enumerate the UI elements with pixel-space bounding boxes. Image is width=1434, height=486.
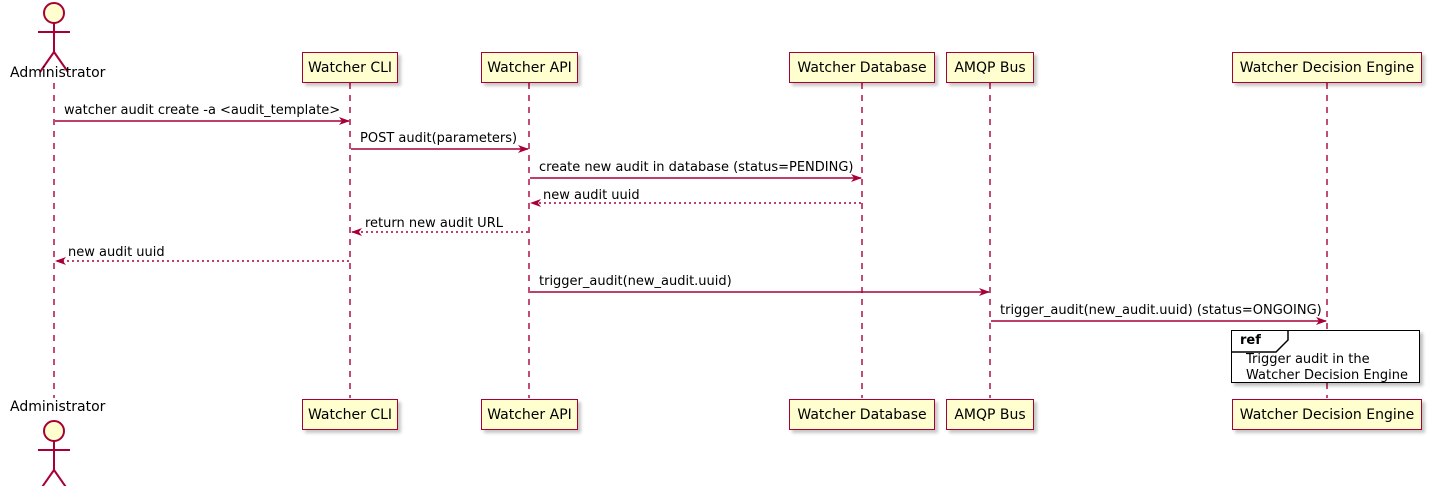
- participant-label-amqp: AMQP Bus: [954, 59, 1026, 76]
- actor-label-admin-bottom: Administrator: [10, 399, 106, 415]
- ref-tab-outline: [1232, 331, 1289, 353]
- actor-label-admin-top: Administrator: [10, 65, 106, 81]
- ref-tab: [1232, 331, 1288, 351]
- participant-amqp-bottom[interactable]: AMQP Bus: [946, 399, 1034, 430]
- participant-db-bottom[interactable]: Watcher Database: [789, 399, 935, 430]
- participant-cli-top[interactable]: Watcher CLI: [302, 52, 398, 83]
- participant-cli-bottom[interactable]: Watcher CLI: [302, 399, 398, 430]
- participant-label-api: Watcher API: [487, 59, 572, 76]
- participant-api-top[interactable]: Watcher API: [481, 52, 578, 83]
- actor-figures-group: [38, 2, 70, 486]
- ref-fragment: ref Trigger audit in the Watcher Decisio…: [1231, 330, 1420, 383]
- participant-label-amqp: AMQP Bus: [954, 406, 1026, 423]
- message-label-1: watcher audit create -a <audit_template>: [64, 103, 341, 118]
- message-label-5: return new audit URL: [365, 216, 503, 231]
- message-label-2: POST audit(parameters): [360, 131, 518, 146]
- participant-label-api: Watcher API: [487, 406, 572, 423]
- participant-label-db: Watcher Database: [797, 59, 927, 76]
- participant-db-top[interactable]: Watcher Database: [789, 52, 935, 83]
- ref-keyword-label: ref: [1240, 333, 1261, 348]
- participant-label-engine: Watcher Decision Engine: [1239, 406, 1415, 423]
- message-label-6: new audit uuid: [68, 245, 165, 260]
- participant-label-engine: Watcher Decision Engine: [1239, 59, 1415, 76]
- message-label-3: create new audit in database (status=PEN…: [539, 160, 854, 175]
- participant-engine-top[interactable]: Watcher Decision Engine: [1232, 52, 1422, 83]
- actor-figure-admin-bottom: [38, 420, 70, 486]
- actor-figure-admin-top: [38, 2, 70, 73]
- message-label-4: new audit uuid: [543, 188, 640, 203]
- participant-label-cli: Watcher CLI: [307, 406, 393, 423]
- message-label-8: trigger_audit(new_audit.uuid) (status=ON…: [1000, 303, 1322, 318]
- ref-body-text: Trigger audit in the Watcher Decision En…: [1246, 352, 1408, 383]
- participant-amqp-top[interactable]: AMQP Bus: [946, 52, 1034, 83]
- participant-label-cli: Watcher CLI: [307, 59, 393, 76]
- participant-label-db: Watcher Database: [797, 406, 927, 423]
- participant-api-bottom[interactable]: Watcher API: [481, 399, 578, 430]
- message-arrows-group: [55, 117, 1327, 325]
- lifelines-group: [53, 83, 1328, 398]
- participant-engine-bottom[interactable]: Watcher Decision Engine: [1232, 399, 1422, 430]
- message-label-7: trigger_audit(new_audit.uuid): [539, 274, 732, 289]
